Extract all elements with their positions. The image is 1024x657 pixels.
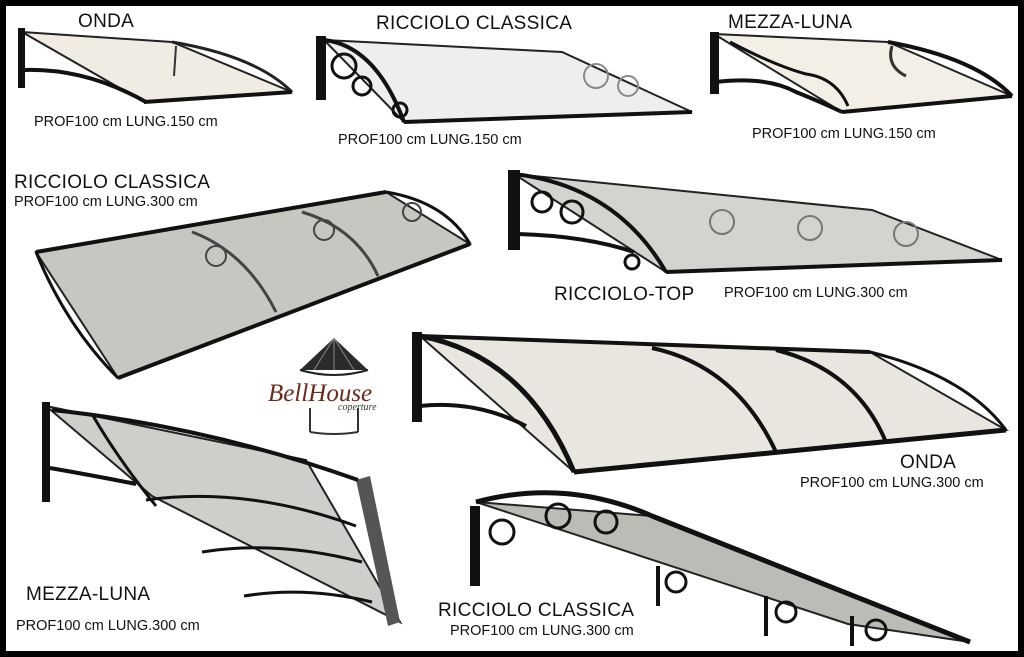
canopy-front-bar [841, 94, 1013, 114]
canopy-onda-150 [18, 28, 294, 104]
support-arm [517, 232, 635, 254]
canopy-front-bar [573, 427, 1007, 475]
canopy-illustrations [18, 28, 1014, 646]
product-dims-mezzaluna-150: PROF100 cm LUNG.150 cm [752, 126, 936, 142]
canopy-arc-frame [869, 350, 1008, 431]
support-rib [651, 346, 778, 453]
product-dims-ricciolo-300-bottom: PROF100 cm LUNG.300 cm [450, 623, 634, 639]
canopy-arc-frame [887, 40, 1014, 98]
support-rib [173, 45, 177, 77]
canopy-ricciolo-top [508, 170, 1003, 274]
canopy-ricciolo-300-bottom [470, 490, 971, 646]
scroll-ornament [488, 518, 516, 546]
scroll-ornament [617, 75, 639, 97]
canopy-front-bar [651, 513, 971, 645]
catalog-canvas: ONDA PROF100 cm LUNG.150 cm RICCIOLO CLA… [6, 6, 1018, 651]
product-title-mezzaluna-150: MEZZA-LUNA [728, 12, 853, 33]
wall-bracket [42, 402, 50, 502]
scroll-ornament [205, 245, 227, 267]
canopy-arc-frame [419, 333, 577, 473]
scroll-ornament [623, 253, 641, 271]
crescent-rib [243, 590, 373, 604]
product-dims-mezzaluna-300: PROF100 cm LUNG.300 cm [16, 618, 200, 634]
scroll-ornament [893, 221, 919, 247]
gazebo-icon [299, 337, 369, 435]
support-arm [23, 67, 147, 104]
support-arm [49, 466, 137, 486]
support-rib [775, 348, 888, 443]
scroll-ornament [593, 509, 619, 535]
wall-bracket [18, 28, 25, 88]
logo-brand: BellHouse [268, 380, 373, 407]
scroll-ornament [402, 202, 422, 222]
canopy-front-bar [143, 90, 293, 104]
wall-bracket [412, 332, 422, 422]
support-rib [301, 210, 380, 277]
scroll-ornament [530, 190, 554, 214]
support-arm [715, 78, 843, 114]
product-title-ricciolo-300: RICCIOLO CLASSICA [14, 172, 211, 193]
product-title-ricciolo-300-bottom: RICCIOLO CLASSICA [438, 600, 635, 621]
product-dims-ricciolo-300: PROF100 cm LUNG.300 cm [14, 194, 198, 210]
canopy-arc-frame [171, 40, 294, 94]
canopy-arc-frame [475, 490, 654, 519]
scroll-ornament [559, 199, 585, 225]
product-dims-onda-150: PROF100 cm LUNG.150 cm [34, 114, 218, 130]
canopy-front-bar [356, 476, 400, 626]
crescent-rib [201, 546, 363, 564]
scroll-ornament [797, 215, 823, 241]
product-title-ricciolo-150: RICCIOLO CLASSICA [376, 13, 573, 34]
scroll-ornament [664, 570, 688, 594]
scroll-ornament [313, 219, 335, 241]
canopy-onda-300 [412, 332, 1010, 475]
crescent-rib [889, 45, 907, 78]
logo-tagline: coperture [338, 402, 377, 413]
scroll-ornament [351, 75, 373, 97]
product-title-onda-150: ONDA [78, 11, 135, 32]
product-title-ricciolo-top: RICCIOLO-TOP [554, 284, 695, 305]
scroll-ornament [709, 209, 735, 235]
scroll-ornament [330, 52, 358, 80]
scroll-ornament [391, 101, 409, 119]
crescent-rib [729, 40, 850, 107]
support-arm [419, 402, 527, 428]
product-dims-onda-300: PROF100 cm LUNG.300 cm [800, 475, 984, 491]
canopy-front-bar [665, 258, 1003, 274]
canopy-arc-frame [34, 251, 120, 380]
canopy-mezzaluna-150 [710, 32, 1014, 114]
bellhouse-logo: BellHouse coperture [264, 336, 404, 436]
canopy-ricciolo-300 [34, 190, 473, 380]
support-rib [191, 230, 278, 313]
canopy-arc-frame [385, 190, 472, 245]
crescent-rib [90, 413, 158, 507]
wall-bracket [316, 36, 326, 100]
canopy-panel [21, 31, 293, 104]
canopy-panel [513, 173, 1003, 274]
canopy-arc-frame [323, 38, 406, 123]
canopy-mezzaluna-300 [42, 402, 403, 626]
wall-bracket [470, 506, 480, 586]
canopy-panel [34, 190, 473, 380]
scroll-ornament [583, 63, 609, 89]
wall-bracket [508, 170, 520, 250]
crescent-rib [145, 494, 357, 528]
canopy-ricciolo-150 [316, 36, 693, 124]
canopy-arc-frame [513, 172, 668, 274]
scroll-ornament [774, 600, 798, 624]
product-title-onda-300: ONDA [900, 452, 957, 473]
canopy-front-bar [117, 242, 471, 380]
wall-bracket [710, 32, 719, 94]
product-title-mezzaluna-300: MEZZA-LUNA [26, 584, 151, 605]
scroll-ornament [544, 502, 572, 530]
scroll-ornament [864, 618, 888, 642]
canopy-back-bar [419, 334, 871, 354]
canopy-back-bar [35, 190, 387, 254]
product-dims-ricciolo-150: PROF100 cm LUNG.150 cm [338, 132, 522, 148]
canopy-front-bar [403, 110, 693, 124]
product-dims-ricciolo-top: PROF100 cm LUNG.300 cm [724, 285, 908, 301]
